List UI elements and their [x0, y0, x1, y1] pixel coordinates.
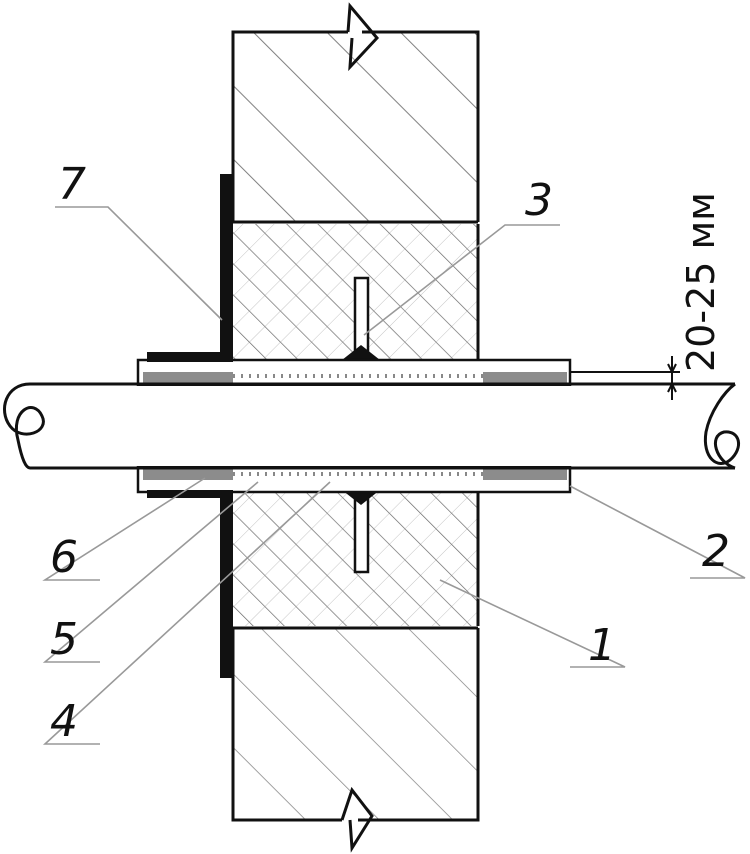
- callout-1: 1: [588, 620, 616, 671]
- leader-4: [42, 481, 331, 745]
- dimension-gap: 20-25 мм: [570, 192, 723, 400]
- callout-7: 7: [58, 159, 86, 210]
- anchor-rib-lower: [342, 490, 380, 574]
- anchor-rib-upper: [342, 276, 380, 360]
- dimension-label: 20-25 мм: [679, 192, 723, 372]
- leader-2: [569, 485, 746, 579]
- leader-7: [55, 206, 223, 321]
- leader-3: [363, 224, 560, 336]
- callout-5: 5: [50, 614, 78, 665]
- flange-plate: [147, 174, 233, 678]
- pipe: [3, 382, 740, 470]
- leader-1: [439, 579, 626, 668]
- wall-upper: [231, 2, 480, 224]
- leader-6: [42, 477, 206, 581]
- callout-3: 3: [525, 175, 553, 226]
- seal-rings: [143, 372, 567, 480]
- callout-2: 2: [702, 526, 730, 577]
- leader-5: [42, 481, 259, 663]
- annular-fill: [233, 374, 483, 476]
- leader-lines: [42, 206, 746, 745]
- wall-lower: [231, 626, 480, 853]
- callout-4: 4: [50, 696, 78, 747]
- callout-6: 6: [50, 532, 78, 583]
